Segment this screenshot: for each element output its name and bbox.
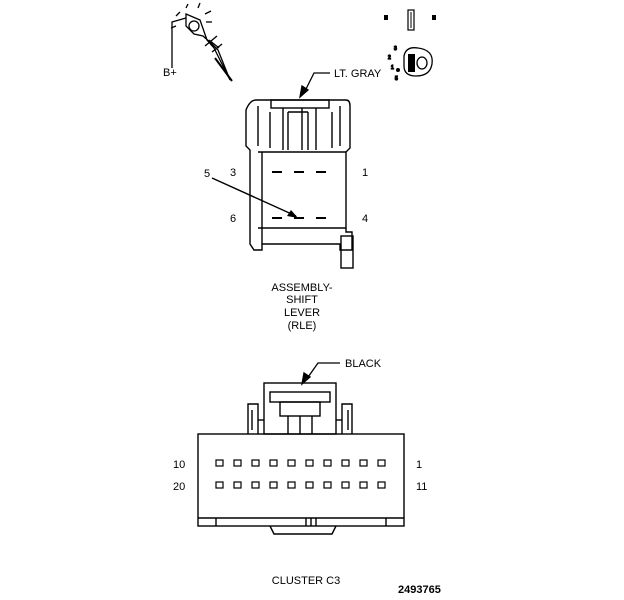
c3-connector-name: CLUSTER C3	[272, 575, 340, 587]
rle-pin-1-label: 1	[362, 167, 368, 179]
rle-color-label: LT. GRAY	[334, 68, 382, 80]
figure-number: 2493765	[398, 584, 441, 596]
c3-pin-cavities	[215, 459, 386, 489]
rle-color-callout	[299, 72, 330, 99]
rle-pin-4-label: 4	[362, 213, 368, 225]
rle-pin-5-label: 5	[204, 168, 210, 180]
c3-pin-cavity-12	[359, 481, 368, 489]
c3-pin-cavity-13	[341, 481, 350, 489]
c3-pin-1-label: 1	[416, 459, 422, 471]
c3-pin-cavity-4	[323, 459, 332, 467]
rle-pin-3-label: 3	[230, 167, 236, 179]
rle-connector-body	[245, 99, 354, 269]
c3-pin-cavity-9	[233, 459, 242, 467]
c3-pin-cavity-14	[323, 481, 332, 489]
c3-pin-10-label: 10	[173, 459, 185, 471]
c3-pin-cavity-3	[341, 459, 350, 467]
rle-name-line-2: SHIFT	[286, 294, 318, 306]
c3-color-label: BLACK	[345, 358, 382, 370]
fuse-icon	[384, 9, 436, 31]
probe-label: B+	[163, 67, 177, 79]
c3-pin-cavity-7	[269, 459, 278, 467]
c3-pin-cavity-6	[287, 459, 296, 467]
c3-pin-cavity-15	[305, 481, 314, 489]
lamp-probe-icon	[170, 2, 233, 82]
c3-pin-cavity-5	[305, 459, 314, 467]
rle-pin-5-leader	[211, 177, 297, 217]
c3-pin-cavity-8	[251, 459, 260, 467]
c3-pin-20-label: 20	[173, 481, 185, 493]
svg-text:5: 5	[395, 76, 398, 82]
c3-pin-cavity-16	[287, 481, 296, 489]
svg-text:3: 3	[394, 46, 397, 52]
svg-text:2: 2	[388, 55, 391, 61]
c3-pin-11-label: 11	[416, 481, 427, 493]
ignition-key-icon: 3 2 1 5	[387, 45, 433, 83]
c3-pin-cavity-17	[269, 481, 278, 489]
rle-name-line-4: (RLE)	[288, 320, 317, 332]
rle-name-line-1: ASSEMBLY-	[271, 282, 332, 294]
c3-pin-cavity-20	[215, 481, 224, 489]
c3-pin-cavity-1	[377, 459, 386, 467]
c3-pin-cavity-2	[359, 459, 368, 467]
c3-pin-cavity-10	[215, 459, 224, 467]
rle-pin-6-label: 6	[230, 213, 236, 225]
svg-text:1: 1	[391, 65, 394, 71]
c3-color-callout	[301, 362, 340, 386]
rle-pin-cavities	[272, 171, 326, 219]
c3-connector-body	[197, 382, 405, 535]
c3-pin-cavity-11	[377, 481, 386, 489]
rle-name-line-3: LEVER	[284, 307, 320, 319]
c3-pin-cavity-19	[233, 481, 242, 489]
c3-pin-cavity-18	[251, 481, 260, 489]
rle-pin-5-arrow	[287, 210, 298, 218]
rle-name: ASSEMBLY- SHIFT LEVER (RLE)	[271, 282, 332, 332]
